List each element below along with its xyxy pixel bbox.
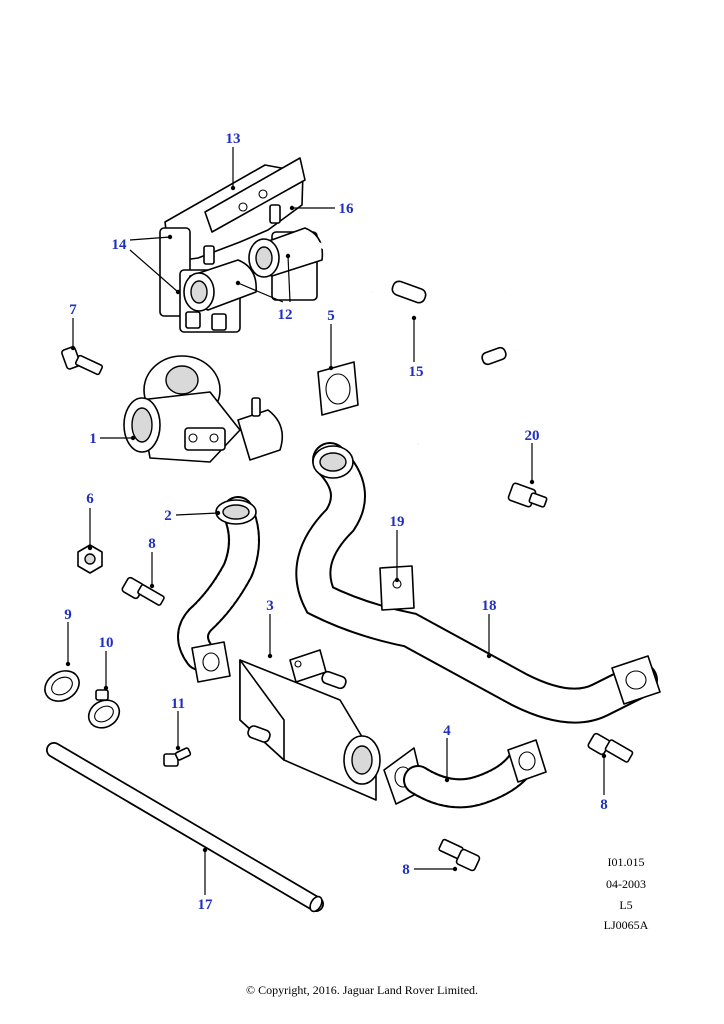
- copyright-footer: © Copyright, 2016. Jaguar Land Rover Lim…: [245, 983, 479, 997]
- sensor-part-20: [507, 482, 548, 508]
- bolt-part-8b: [587, 732, 634, 763]
- drawing-number: LJ0065A: [603, 918, 649, 932]
- callout-labels: 13 16 14 12 7 5 15 1 20 6 2 19 8 18 3 9 …: [64, 131, 608, 913]
- callout-17: 17: [198, 897, 214, 913]
- callout-2: 2: [164, 508, 172, 524]
- callout-12: 12: [278, 307, 293, 323]
- bolt-part-8a: [121, 576, 165, 606]
- egr-pipe-part-18: [295, 442, 661, 724]
- tube-part-17: [46, 742, 324, 913]
- vacuum-pipe-assembly: [316, 167, 535, 446]
- callout-18: 18: [482, 598, 497, 614]
- callout-20: 20: [525, 428, 540, 444]
- callout-1: 1: [89, 431, 97, 447]
- callout-14: 14: [112, 237, 128, 253]
- reference-code: I01.015: [607, 855, 645, 869]
- bolt-part-7: [61, 346, 104, 376]
- callout-8-lower: 8: [402, 862, 410, 878]
- callout-15: 15: [409, 364, 424, 380]
- flex-pipe-part-2: [177, 496, 260, 683]
- reference-level: L5: [619, 898, 633, 912]
- callout-13: 13: [226, 131, 241, 147]
- reference-date: 04-2003: [606, 877, 646, 891]
- nut-part-6: [77, 544, 103, 574]
- callout-8-right: 8: [600, 797, 608, 813]
- gasket-part-5: [317, 361, 359, 416]
- callout-11: 11: [171, 696, 185, 712]
- egr-valve-body-part-1: [123, 355, 284, 463]
- egr-valve-assembly: [159, 157, 324, 333]
- callout-16: 16: [339, 201, 355, 217]
- callout-7: 7: [69, 302, 77, 318]
- seal-part-9: [44, 670, 80, 702]
- callout-9: 9: [64, 607, 72, 623]
- callout-4: 4: [443, 723, 451, 739]
- flex-pipe-part-4: [383, 739, 547, 809]
- bracket-part-19: [379, 565, 415, 611]
- callout-3: 3: [266, 598, 274, 614]
- callout-8-upper: 8: [148, 536, 156, 552]
- bolt-part-11: [163, 747, 192, 767]
- callout-6: 6: [86, 491, 94, 507]
- callout-19: 19: [390, 514, 405, 530]
- clamp-part-10: [87, 689, 121, 729]
- leader-lines: [65, 147, 607, 895]
- callout-5: 5: [327, 308, 335, 324]
- callout-10: 10: [99, 635, 114, 651]
- egr-cooler-part-3: [239, 649, 381, 801]
- bolt-part-8c: [438, 838, 481, 872]
